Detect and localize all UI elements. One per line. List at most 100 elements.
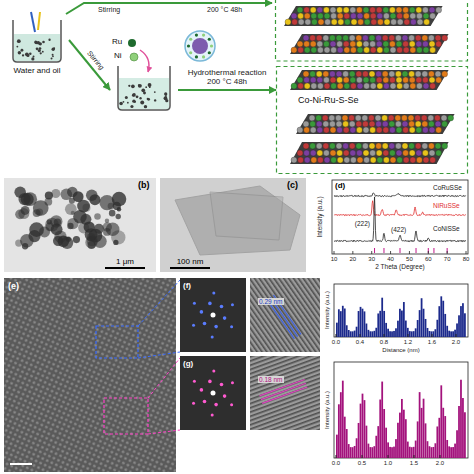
- profile-bar: [417, 421, 419, 458]
- profile-bar: [371, 447, 373, 458]
- particle: [18, 51, 21, 54]
- atom: [417, 19, 423, 25]
- atom: [416, 47, 422, 53]
- particle: [112, 192, 127, 207]
- profile-bar: [366, 426, 368, 458]
- profile-bar: [368, 444, 370, 458]
- atom: [376, 121, 382, 127]
- condition-label: 200 °C 48h: [206, 6, 243, 14]
- tick-label: 1.5: [410, 460, 418, 467]
- atom: [403, 47, 409, 53]
- axis-tick: [384, 334, 385, 337]
- profile-bar: [440, 296, 442, 337]
- tick-label: 1.2: [404, 339, 412, 346]
- particle: [123, 101, 125, 103]
- atom: [364, 83, 370, 89]
- atom: [389, 7, 395, 13]
- atom: [311, 157, 317, 163]
- atom: [292, 19, 298, 25]
- atom: [395, 71, 401, 77]
- particle: [109, 210, 116, 217]
- atom: [430, 13, 436, 19]
- atom: [343, 127, 349, 133]
- panel-letter: (g): [183, 359, 193, 368]
- profile-bar: [381, 382, 383, 458]
- atom: [309, 115, 315, 121]
- atom: [409, 35, 415, 41]
- atom: [371, 19, 377, 25]
- atom: [349, 143, 355, 149]
- profile-bar: [395, 328, 397, 337]
- micelle-atom: [202, 55, 205, 58]
- atom: [331, 83, 337, 89]
- lattice-inset: [250, 356, 320, 430]
- axis-tick: [456, 334, 457, 337]
- particle: [164, 92, 167, 95]
- fft-spot: [203, 322, 207, 326]
- particle: [147, 98, 150, 101]
- particle: [21, 49, 24, 52]
- atom: [331, 47, 337, 53]
- particle: [131, 84, 135, 88]
- atom: [291, 157, 297, 163]
- particle: [111, 230, 125, 244]
- fft-spot: [192, 324, 195, 327]
- atom: [429, 41, 435, 47]
- atom: [362, 143, 368, 149]
- atom: [343, 150, 349, 156]
- profile-bar: [427, 328, 429, 337]
- atom: [382, 35, 388, 41]
- axis-tick: [336, 334, 337, 337]
- atom: [317, 150, 323, 156]
- panel-letter: (e): [8, 281, 19, 291]
- profile-bar: [403, 410, 405, 458]
- profile-bar: [409, 447, 411, 458]
- atom: [329, 35, 335, 41]
- plot-frame: [334, 284, 468, 337]
- profile-bar: [446, 440, 448, 458]
- atom: [344, 47, 350, 53]
- profile-bar: [429, 446, 431, 458]
- particle: [25, 52, 29, 56]
- particle: [39, 47, 42, 50]
- profile-bar: [411, 331, 413, 337]
- beaker-outline: [118, 66, 170, 110]
- atom: [376, 77, 382, 83]
- atom: [350, 77, 356, 83]
- profile-bar: [338, 309, 340, 337]
- atom: [330, 41, 336, 47]
- profile-bar: [460, 380, 462, 458]
- atom: [410, 83, 416, 89]
- profile-bar: [407, 442, 409, 458]
- atom: [403, 7, 409, 13]
- spacing-label: 0.18 nm: [258, 376, 284, 383]
- atom: [297, 41, 303, 47]
- beaker: RuNi: [110, 36, 178, 112]
- atom: [376, 35, 382, 41]
- profile-bar: [393, 331, 395, 337]
- atom: [337, 13, 343, 19]
- atom: [323, 143, 329, 149]
- atom: [415, 121, 421, 127]
- profile-bar: [409, 331, 411, 337]
- tick-label: 10: [331, 256, 338, 263]
- particle: [105, 219, 109, 223]
- atom: [428, 35, 434, 41]
- particle: [113, 240, 118, 245]
- profile-bar: [427, 441, 429, 458]
- atom: [424, 19, 430, 25]
- fringe-line: [261, 383, 306, 399]
- beaker-drawing: [110, 36, 178, 112]
- atom: [349, 115, 355, 121]
- profile-bar: [379, 311, 381, 337]
- profile-bar: [375, 436, 377, 458]
- atom: [396, 7, 402, 13]
- profile-bar: [405, 321, 407, 337]
- atom: [397, 13, 403, 19]
- particle: [143, 92, 146, 95]
- process-arrow: [178, 89, 276, 91]
- atom: [370, 7, 376, 13]
- atom: [356, 7, 362, 13]
- atom: [317, 77, 323, 83]
- element-label: Ni: [114, 51, 122, 60]
